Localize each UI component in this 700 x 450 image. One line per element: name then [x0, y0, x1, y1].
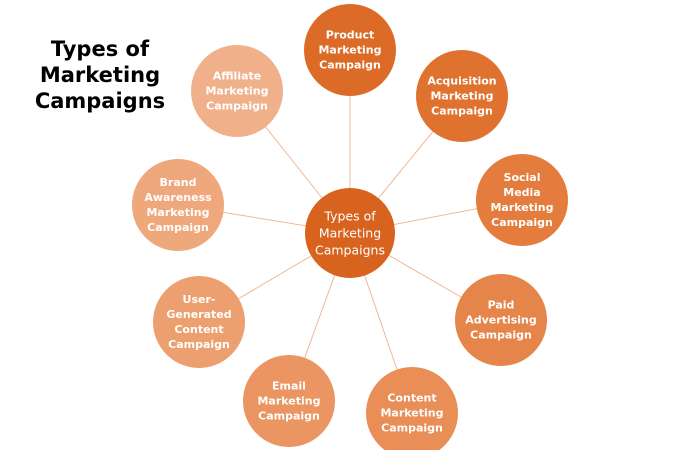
- node-circle: [304, 4, 396, 96]
- node-label: Campaign: [381, 422, 443, 435]
- node-label: Brand: [160, 176, 197, 189]
- node-label: Campaign: [491, 216, 553, 229]
- node-circle: [243, 355, 335, 447]
- node-label: Paid: [488, 299, 515, 312]
- node-circle: [132, 159, 224, 251]
- node-label: Campaign: [206, 100, 268, 113]
- node-label: Campaign: [431, 105, 493, 118]
- node-circle: [153, 276, 245, 368]
- center-label: Types of: [323, 209, 376, 224]
- node-label: Content: [387, 392, 436, 405]
- center-label: Campaigns: [315, 243, 385, 258]
- node-label: Marketing: [257, 395, 320, 408]
- node-label: User-: [183, 293, 216, 306]
- node-label: Campaign: [470, 329, 532, 342]
- node-label: Advertising: [465, 314, 537, 327]
- node-label: Campaign: [147, 221, 209, 234]
- node-label: Content: [174, 323, 223, 336]
- node-label: Marketing: [490, 201, 553, 214]
- node-label: Marketing: [146, 206, 209, 219]
- node-label: Acquisition: [427, 75, 496, 88]
- node-label: Campaign: [168, 338, 230, 351]
- node-label: Product: [326, 29, 375, 42]
- node-circle: [476, 154, 568, 246]
- center-label: Marketing: [319, 226, 381, 241]
- node-label: Marketing: [430, 90, 493, 103]
- node-label: Generated: [166, 308, 231, 321]
- node-label: Campaign: [258, 410, 320, 423]
- node-label: Campaign: [319, 59, 381, 72]
- node-label: Marketing: [205, 85, 268, 98]
- node-label: Media: [503, 186, 540, 199]
- nodes: ProductMarketingCampaignAcquisitionMarke…: [132, 4, 568, 450]
- node-circle: [416, 50, 508, 142]
- node-label: Social: [504, 171, 541, 184]
- node-circle: [366, 367, 458, 450]
- node-label: Marketing: [318, 44, 381, 57]
- node-label: Awareness: [144, 191, 212, 204]
- node-label: Email: [272, 380, 306, 393]
- node-label: Affiliate: [213, 70, 261, 83]
- node-circle: [455, 274, 547, 366]
- node-circle: [191, 45, 283, 137]
- center-circle: [305, 188, 395, 278]
- node-label: Marketing: [380, 407, 443, 420]
- diagram-title: Types of Marketing Campaigns: [34, 37, 166, 113]
